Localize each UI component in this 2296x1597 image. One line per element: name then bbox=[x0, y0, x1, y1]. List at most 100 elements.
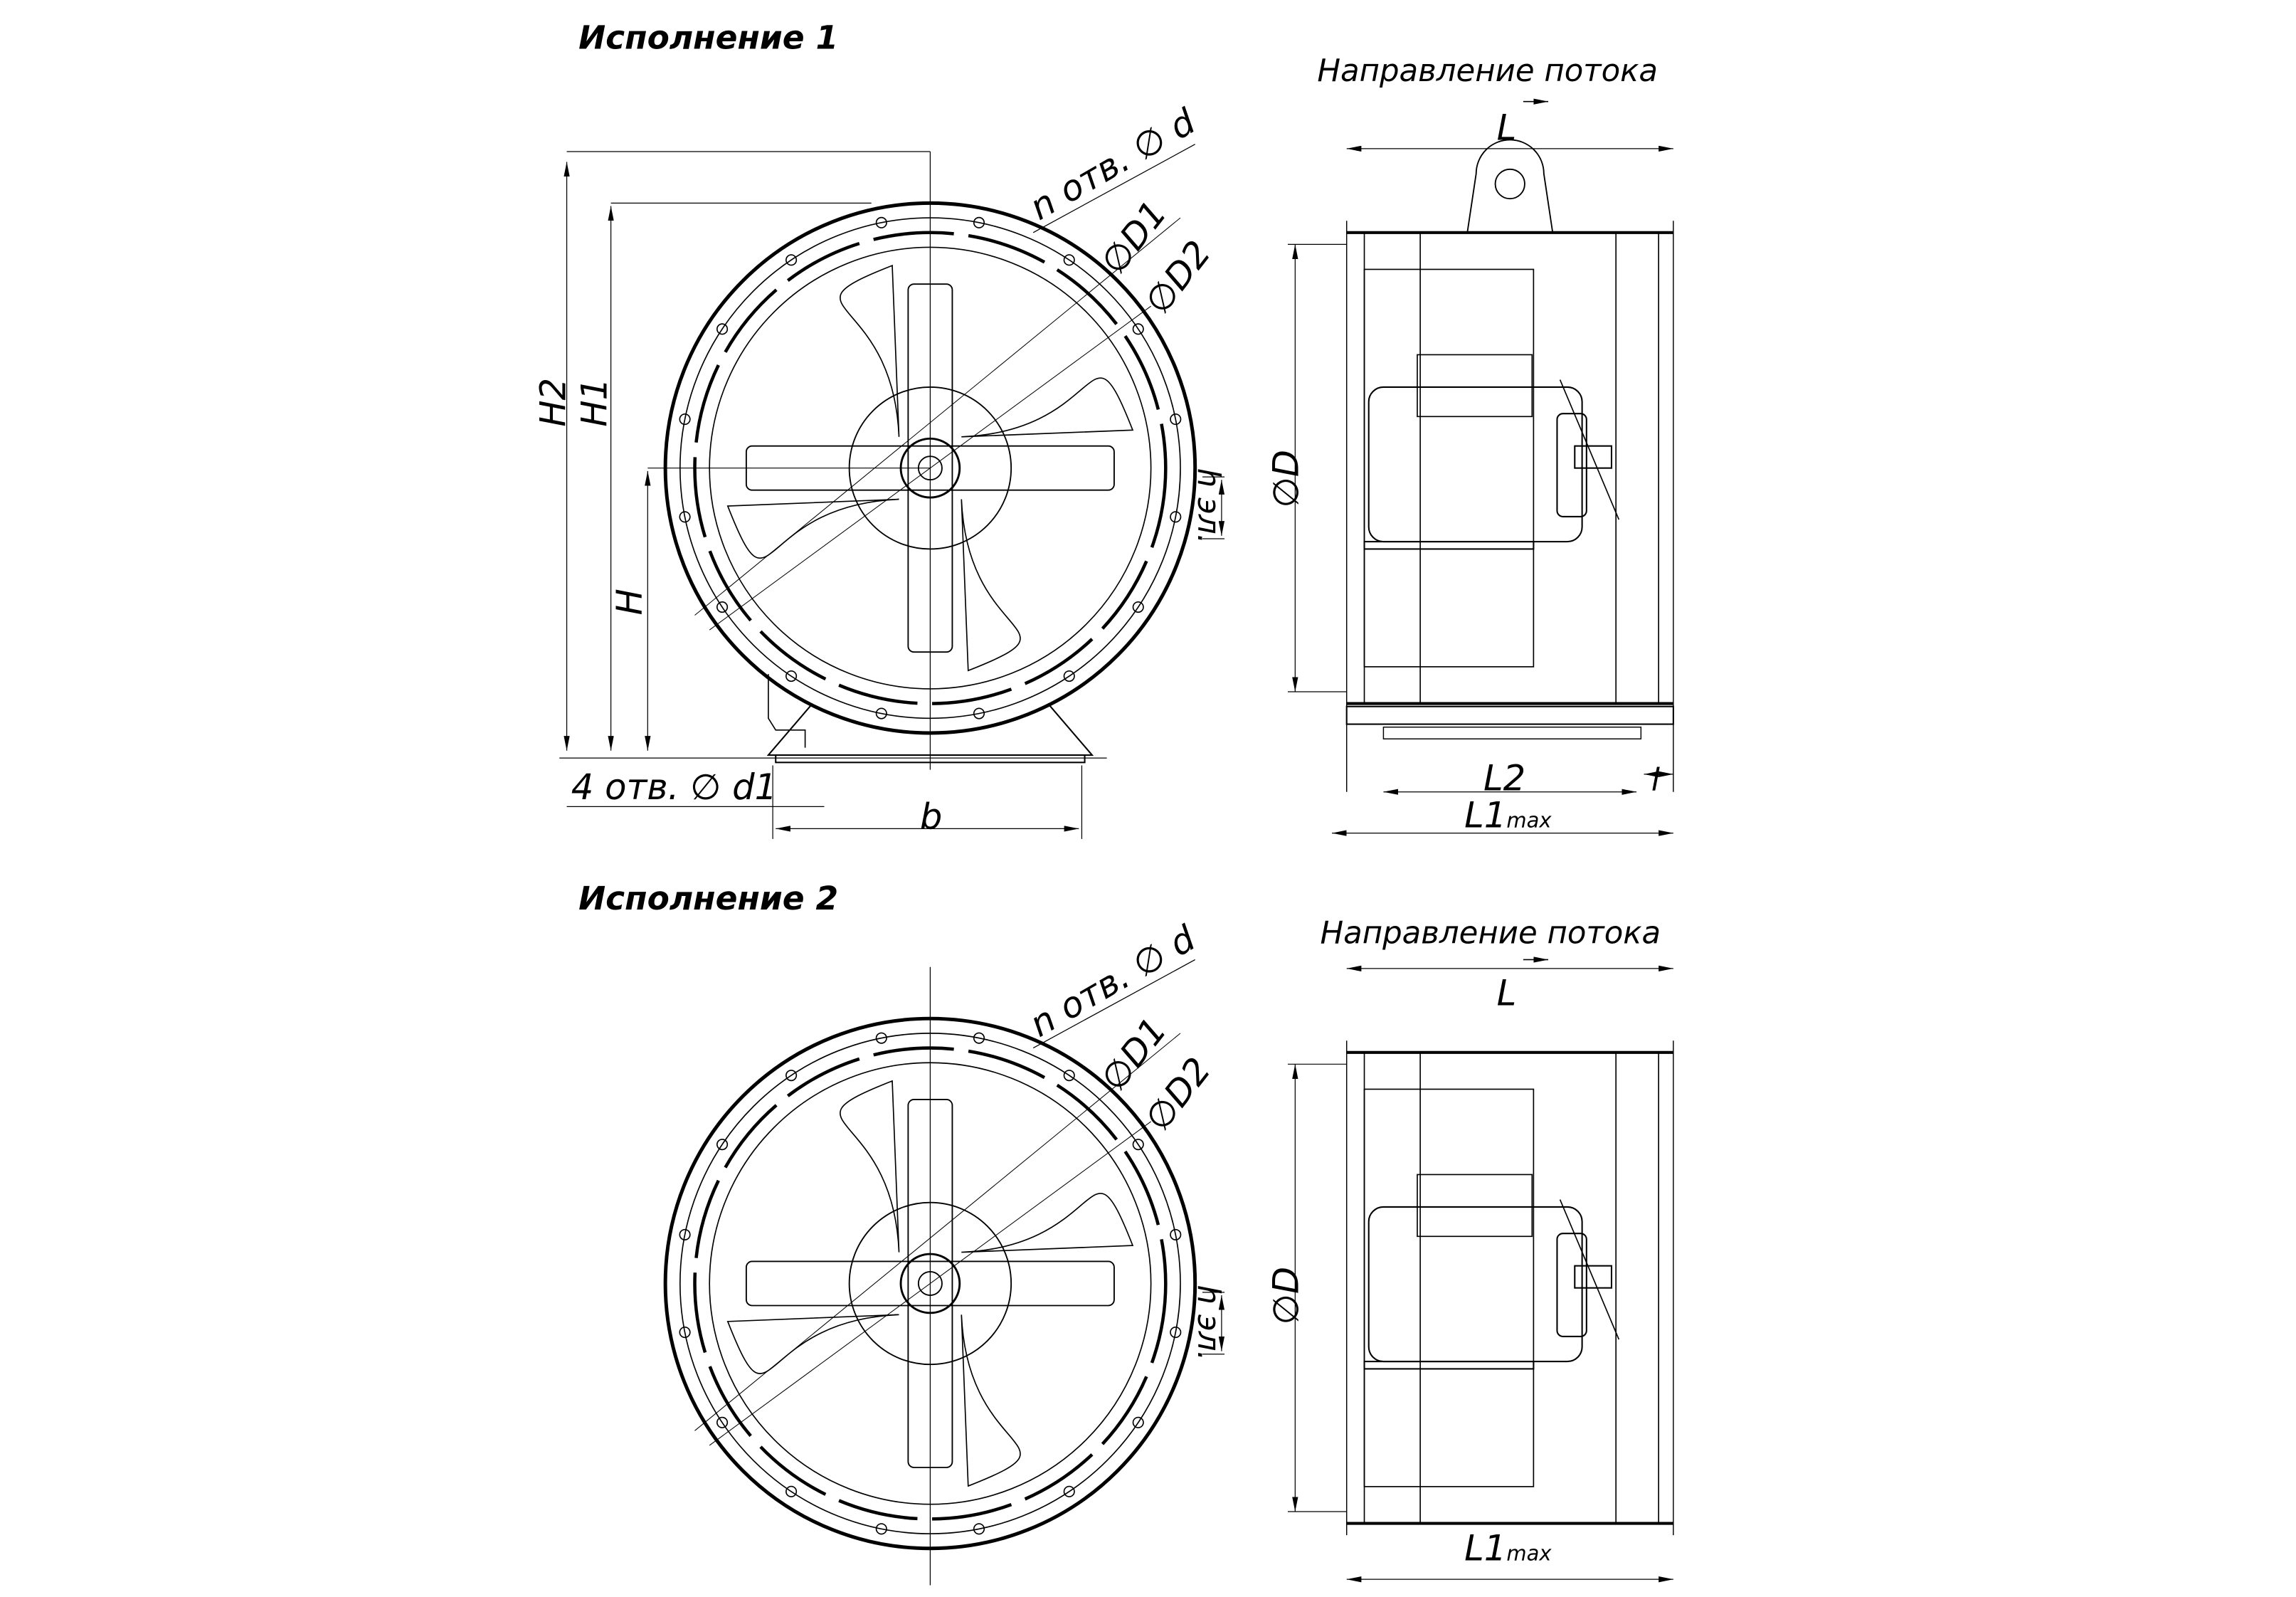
leader-line bbox=[694, 217, 1181, 616]
motor-rail bbox=[1363, 541, 1535, 550]
bolt-hole-icon bbox=[1063, 254, 1075, 266]
motor-rail bbox=[1363, 1361, 1535, 1370]
dim-b: b bbox=[920, 796, 943, 837]
motor-end-cap bbox=[1556, 413, 1587, 517]
dim-L1-sub: max bbox=[1506, 1541, 1552, 1565]
fan-blade bbox=[961, 377, 1134, 438]
version-2: Исполнение 2 Направление потока L n отв.… bbox=[578, 880, 1661, 1569]
bolt-hole-icon bbox=[785, 670, 798, 682]
motor-body bbox=[1367, 386, 1583, 543]
version-2-title: Исполнение 2 bbox=[578, 880, 838, 917]
bolt-hole-icon bbox=[1170, 511, 1182, 523]
bolt-hole-icon bbox=[973, 1523, 985, 1535]
dim-D: ∅D bbox=[1265, 450, 1306, 507]
bolt-hole-icon bbox=[1063, 1070, 1075, 1082]
drawing-geometry bbox=[559, 98, 1674, 1586]
flow-direction-label: Направление потока bbox=[1320, 916, 1661, 952]
leader-holes-d bbox=[1032, 144, 1195, 233]
leader-holes-d bbox=[1032, 959, 1195, 1049]
terminal-box bbox=[1417, 354, 1533, 418]
bolt-hole-icon bbox=[1170, 413, 1182, 426]
bolt-hole-icon bbox=[1132, 1139, 1144, 1151]
bolt-hole-icon bbox=[716, 601, 729, 613]
dim-holes-d1: 4 отв. ∅ d1 bbox=[571, 766, 778, 808]
bolt-hole-icon bbox=[716, 323, 729, 335]
dim-H: H bbox=[609, 589, 650, 615]
dim-L1-main: L1 bbox=[1464, 1527, 1506, 1569]
version-1-title: Исполнение 1 bbox=[578, 19, 838, 56]
impeller-blade bbox=[1559, 1199, 1620, 1340]
dim-holes-d: n отв. ∅ d bbox=[1022, 100, 1202, 228]
bolt-hole-icon bbox=[1063, 670, 1075, 682]
dim-l: l bbox=[1651, 763, 1660, 798]
stand-plate bbox=[1345, 705, 1674, 725]
dim-L1-sub: max bbox=[1506, 808, 1552, 832]
shell-edges bbox=[1346, 1050, 1673, 1525]
hub-outer-circle bbox=[848, 1201, 1012, 1366]
dim-L1-main: L1 bbox=[1464, 794, 1506, 836]
dim-H2: H2 bbox=[532, 378, 573, 427]
lifting-eye bbox=[1466, 139, 1554, 233]
bolt-hole-icon bbox=[1170, 1228, 1182, 1240]
fan-blade bbox=[839, 264, 900, 437]
dim-L: L bbox=[1497, 973, 1517, 1014]
dim-h-el: h эл. bbox=[1190, 468, 1226, 544]
bolt-hole-icon bbox=[973, 707, 985, 720]
dim-h-el: h эл. bbox=[1190, 1285, 1226, 1361]
impeller-blade bbox=[1559, 379, 1620, 520]
dim-L1: L1max bbox=[1464, 794, 1552, 836]
bolt-hole-icon bbox=[973, 1032, 985, 1044]
leader-line bbox=[694, 1033, 1181, 1431]
fan-blade bbox=[961, 1314, 1021, 1487]
bolt-hole-icon bbox=[875, 1032, 887, 1044]
hub-circle bbox=[899, 1253, 961, 1314]
bolt-hole-icon bbox=[875, 707, 887, 720]
bolt-hole-icon bbox=[679, 1228, 691, 1240]
bolt-hole-icon bbox=[875, 1523, 887, 1535]
fan-blade bbox=[839, 1080, 900, 1253]
bolt-hole-icon bbox=[1132, 601, 1144, 613]
motor-support-vertical bbox=[907, 1099, 953, 1468]
motor-mount-plate bbox=[1363, 268, 1535, 668]
shaft-nut bbox=[1574, 445, 1613, 469]
version-1: Исполнение 1 Направление потока L n отв.… bbox=[532, 19, 1659, 837]
shaft-circle bbox=[917, 1270, 943, 1296]
bolt-hole-icon bbox=[679, 511, 691, 523]
motor-body bbox=[1367, 1206, 1583, 1363]
motor-support-horizontal bbox=[745, 1260, 1115, 1307]
stand-left bbox=[768, 674, 806, 748]
flow-direction-label: Направление потока bbox=[1317, 53, 1658, 89]
bolt-hole-icon bbox=[785, 1485, 798, 1497]
stand-feet bbox=[1382, 726, 1642, 739]
shaft-nut bbox=[1574, 1265, 1613, 1289]
bolt-hole-icon bbox=[973, 216, 985, 228]
fan-blade bbox=[961, 499, 1021, 672]
lifting-eye-hole bbox=[1494, 168, 1525, 200]
dim-L2: L2 bbox=[1483, 758, 1525, 799]
bolt-hole-icon bbox=[679, 1326, 691, 1339]
bolt-hole-icon bbox=[679, 413, 691, 426]
bolt-hole-icon bbox=[785, 1070, 798, 1082]
dim-H1: H1 bbox=[573, 378, 615, 427]
dim-L: L bbox=[1497, 107, 1517, 148]
fan-blade bbox=[726, 1314, 899, 1374]
terminal-box bbox=[1417, 1174, 1533, 1238]
fan-blade bbox=[726, 498, 899, 559]
bolt-hole-icon bbox=[716, 1139, 729, 1151]
bolt-hole-icon bbox=[1132, 1416, 1144, 1428]
leader-line bbox=[709, 1121, 1151, 1446]
dim-D: ∅D bbox=[1265, 1267, 1306, 1324]
fan-blade bbox=[961, 1193, 1134, 1253]
dim-holes-d: n отв. ∅ d bbox=[1022, 917, 1202, 1045]
bolt-hole-icon bbox=[1132, 323, 1144, 335]
bolt-hole-icon bbox=[716, 1416, 729, 1428]
bolt-hole-icon bbox=[785, 254, 798, 266]
motor-end-cap bbox=[1556, 1233, 1587, 1337]
bolt-hole-icon bbox=[1170, 1326, 1182, 1339]
stand-foot bbox=[775, 754, 1086, 764]
dim-L1: L1max bbox=[1464, 1527, 1552, 1569]
bolt-hole-icon bbox=[875, 216, 887, 228]
bolt-hole-icon bbox=[1063, 1485, 1075, 1497]
motor-mount-plate bbox=[1363, 1088, 1535, 1487]
